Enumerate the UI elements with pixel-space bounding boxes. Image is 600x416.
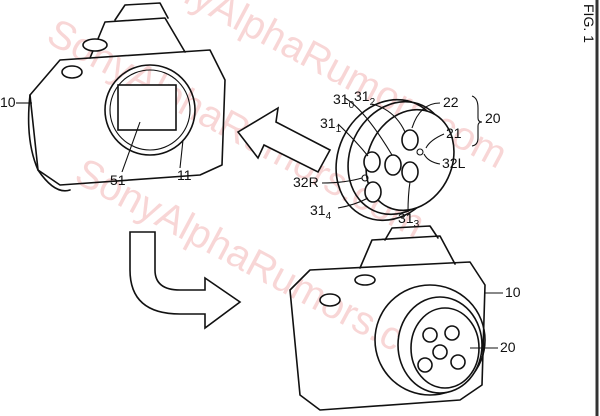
svg-text:20: 20 xyxy=(485,110,501,126)
arrow-mounted-icon xyxy=(129,231,242,330)
svg-text:314: 314 xyxy=(310,202,332,222)
svg-text:32L: 32L xyxy=(442,155,466,171)
accessory-labels: 310 312 311 22 21 20 32L 32R 314 313 xyxy=(293,88,501,230)
camera-body-top xyxy=(27,2,226,192)
label-mount: 11 xyxy=(177,167,192,183)
label-camera-bottom: 10 xyxy=(505,284,521,300)
svg-text:310: 310 xyxy=(333,91,355,111)
camera-body-bottom xyxy=(289,225,486,411)
svg-text:22: 22 xyxy=(443,94,459,110)
svg-text:32R: 32R xyxy=(293,174,319,190)
svg-text:313: 313 xyxy=(398,210,420,230)
svg-text:10: 10 xyxy=(0,94,16,110)
accessory-unit xyxy=(335,98,455,222)
label-sensor: 51 xyxy=(110,172,126,188)
label-camera-top: 10 xyxy=(0,94,32,110)
svg-text:21: 21 xyxy=(446,125,462,141)
arrow-attach-icon xyxy=(236,106,332,174)
svg-text:311: 311 xyxy=(320,115,342,135)
svg-text:312: 312 xyxy=(354,88,376,108)
figure-label: FIG. 1 xyxy=(581,4,597,43)
label-accessory-bottom: 20 xyxy=(500,339,516,355)
